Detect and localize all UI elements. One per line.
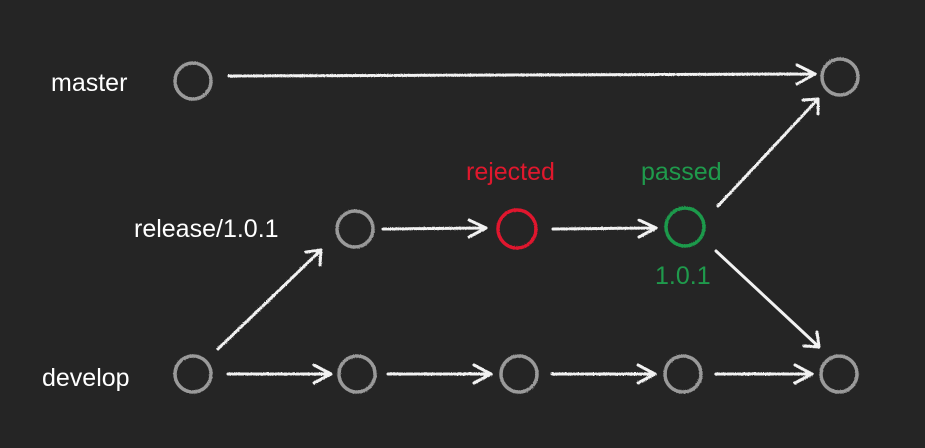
node-release-passed [664,206,706,248]
arrow-develop-to-release [216,248,323,351]
arrow-develop-4 [714,363,814,385]
node-develop-4 [663,354,703,394]
arrow-rejected-to-passed [551,218,658,239]
branch-label-master: master [51,69,127,97]
node-develop-5 [819,354,859,394]
node-develop-3 [499,354,539,394]
node-release-rejected [496,208,538,250]
arrow-develop-2 [386,363,493,385]
passed-label: passed [641,158,722,186]
node-develop-1 [173,354,213,394]
node-release-1 [335,209,375,249]
rejected-label: rejected [466,158,555,186]
arrow-passed-to-develop [714,249,821,349]
arrow-passed-to-master [716,97,820,208]
arrow-master-to-merge [227,63,817,86]
arrow-develop-1 [226,363,333,385]
arrow-develop-3 [550,363,657,385]
version-label: 1.0.1 [655,262,711,290]
branch-label-release: release/1.0.1 [134,215,279,243]
node-master-1 [173,61,213,101]
arrow-release-to-rejected [381,218,488,239]
branch-label-develop: develop [42,364,130,392]
node-master-2 [820,57,860,97]
node-develop-2 [337,354,377,394]
